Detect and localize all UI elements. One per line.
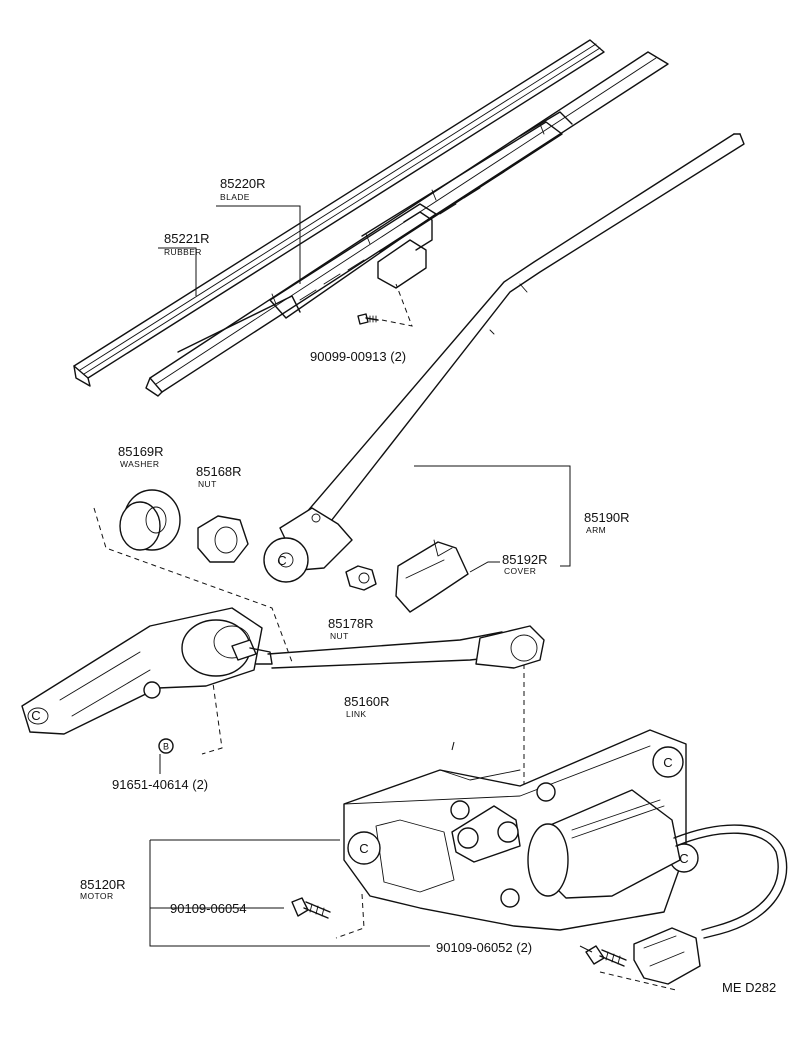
label-nut: 85168R NUT xyxy=(196,464,242,489)
nut-85178r-drawing xyxy=(345,565,377,591)
cover-drawing xyxy=(395,539,469,613)
part-name-washer: WASHER xyxy=(120,459,159,469)
label-washer: 85169R WASHER xyxy=(118,444,164,469)
blade-drawing xyxy=(145,51,669,397)
part-name-cover: COVER xyxy=(504,566,536,576)
label-cover: 85192R COVER xyxy=(502,552,548,576)
screw-drawing xyxy=(357,283,413,327)
label-nut2: 85178R NUT xyxy=(328,616,374,641)
c-mark-link: C xyxy=(31,708,40,723)
clip-symbol: B xyxy=(163,742,169,752)
part-number-washer: 85169R xyxy=(118,444,164,459)
part-number-nut2: 85178R xyxy=(328,616,374,631)
nut-85168r-drawing xyxy=(197,515,249,563)
label-motor: 85120R MOTOR xyxy=(80,877,126,901)
arm-drawing xyxy=(263,133,745,583)
c-mark-arm: C xyxy=(277,553,286,568)
part-number-bolt1: 90109-06054 xyxy=(170,901,247,916)
part-number-blade: 85220R xyxy=(220,176,266,191)
label-rubber: 85221R RUBBER xyxy=(164,231,210,257)
label-link: 85160R LINK xyxy=(344,694,390,719)
part-number-rubber: 85221R xyxy=(164,231,210,246)
motor-drawing xyxy=(343,729,788,985)
part-name-rubber: RUBBER xyxy=(164,247,202,257)
clip-drawing: B xyxy=(158,738,174,754)
c-mark-motor-right: C xyxy=(679,851,688,866)
part-number-nut: 85168R xyxy=(196,464,242,479)
bolt-90109-06052-drawing xyxy=(585,945,627,967)
part-name-nut2: NUT xyxy=(330,631,349,641)
part-name-nut: NUT xyxy=(198,479,217,489)
part-number-screw: 90099-00913 (2) xyxy=(310,349,406,364)
washer-drawing xyxy=(119,489,181,551)
c-mark-motor-left: C xyxy=(359,841,368,856)
part-number-motor: 85120R xyxy=(80,877,126,892)
part-number-cover: 85192R xyxy=(502,552,548,567)
part-number-bolt2: 90109-06052 (2) xyxy=(436,940,532,955)
part-number-link: 85160R xyxy=(344,694,390,709)
link-drawing xyxy=(21,607,545,735)
bolt-90109-06054-drawing xyxy=(291,897,331,919)
label-arm: 85190R ARM xyxy=(584,510,630,535)
part-name-blade: BLADE xyxy=(220,192,250,202)
part-number-arm: 85190R xyxy=(584,510,630,525)
label-blade: 85220R BLADE xyxy=(220,176,266,202)
part-name-arm: ARM xyxy=(586,525,606,535)
c-mark-motor-top: C xyxy=(663,755,672,770)
part-name-link: LINK xyxy=(346,709,367,719)
diagram-code: ME D282 xyxy=(722,980,776,995)
part-number-clip: 91651-40614 (2) xyxy=(112,777,208,792)
rubber-strip-drawing xyxy=(73,39,605,387)
part-name-motor: MOTOR xyxy=(80,891,113,901)
